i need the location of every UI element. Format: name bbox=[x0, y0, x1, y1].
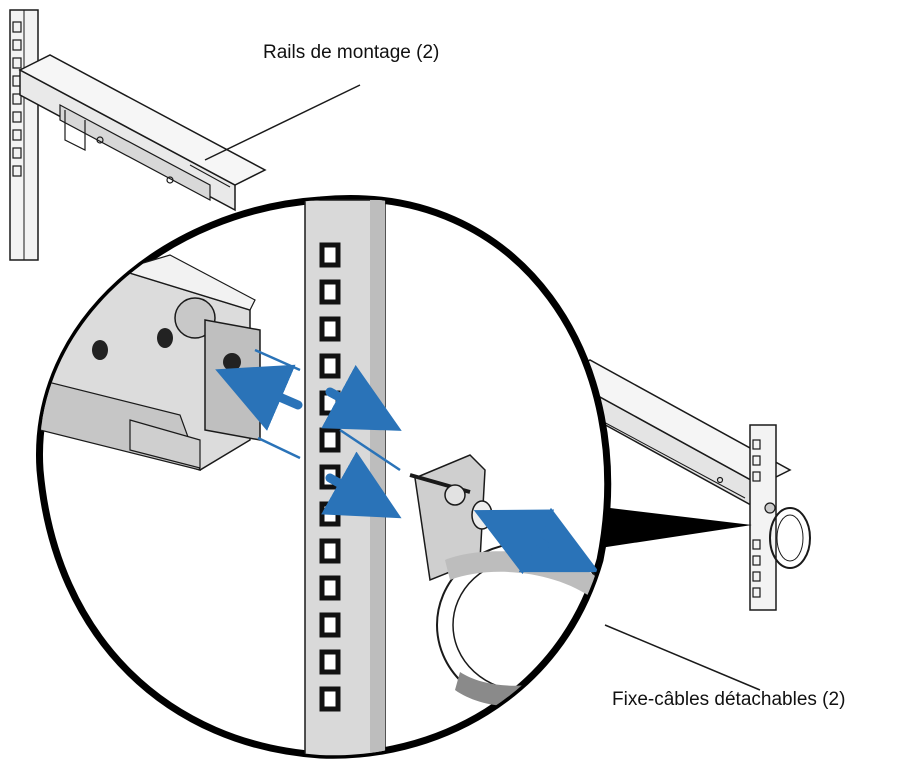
callout-pointer bbox=[585, 505, 752, 548]
label-cable-clamps: Fixe-câbles détachables (2) bbox=[612, 689, 845, 710]
rack-post-magnified bbox=[304, 199, 386, 756]
mounting-rail-upper bbox=[18, 54, 267, 212]
label-mounting-rails: Rails de montage (2) bbox=[263, 42, 439, 63]
cable-clamp-small bbox=[764, 502, 811, 569]
leader-line-rails bbox=[204, 84, 361, 161]
clamp-arrow bbox=[473, 507, 600, 575]
rack-post-holes-lower-right bbox=[752, 439, 761, 598]
insertion-arrows bbox=[215, 364, 402, 519]
rail-bracket-magnified bbox=[39, 254, 261, 471]
rack-post-lower-right bbox=[749, 424, 777, 611]
rack-post-upper-left bbox=[9, 9, 39, 261]
magnified-detail-view bbox=[36, 195, 612, 759]
leader-line-clamps bbox=[604, 624, 761, 691]
